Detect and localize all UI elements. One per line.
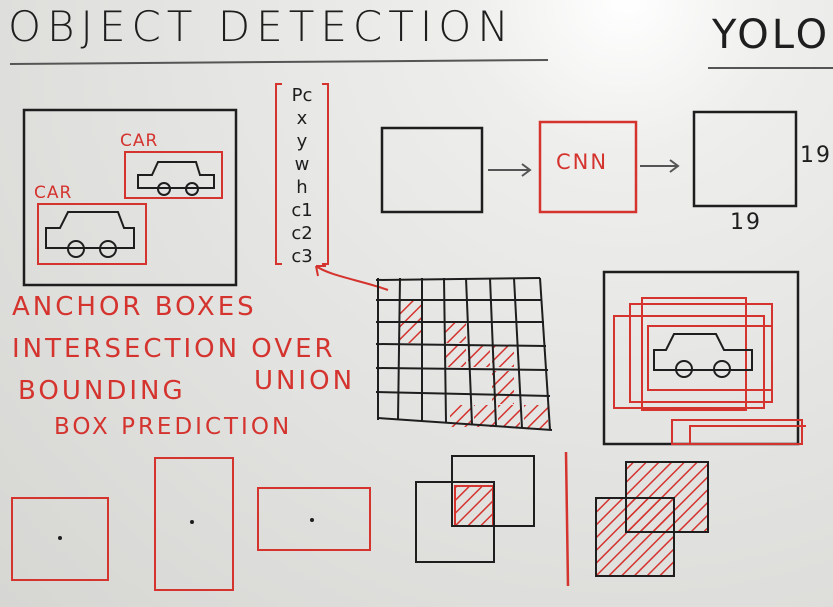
vector-element-h: h <box>296 177 308 198</box>
pipeline-arrow-2 <box>640 159 680 173</box>
vector-pointer-arrow <box>315 265 389 291</box>
vector-element-x: x <box>296 108 308 129</box>
car-icon-large <box>45 211 135 258</box>
divider-line <box>564 451 570 587</box>
input-image-box <box>380 126 484 214</box>
box-prediction-panel <box>602 270 806 446</box>
board-subtitle: YOLO <box>712 12 831 58</box>
vector-element-w: w <box>294 154 310 175</box>
union-diagram <box>595 461 709 577</box>
cnn-box <box>538 120 638 214</box>
output-vector-brackets <box>275 83 329 265</box>
detection-grid <box>375 277 553 431</box>
vector-element-c2: c2 <box>291 223 313 244</box>
topic-bounding: BOUNDING <box>18 376 186 406</box>
topic-box-prediction: BOX PREDICTION <box>54 414 293 440</box>
car-label-large: CAR <box>34 183 73 203</box>
title-underline <box>9 59 549 65</box>
output-grid-box <box>692 110 798 208</box>
car-image-frame <box>22 108 238 287</box>
topic-intersection-over: INTERSECTION OVER <box>12 334 336 364</box>
topic-anchor-boxes: ANCHOR BOXES <box>12 292 257 322</box>
grid-size-label-bottom: 19 <box>730 210 762 235</box>
anchor-box-square <box>11 497 109 581</box>
vector-element-c1: c1 <box>291 200 313 221</box>
anchor-box-wide <box>257 487 371 551</box>
vector-pointer-arrowhead <box>315 265 326 277</box>
car-icon-small <box>137 161 215 196</box>
topic-union: UNION <box>254 366 356 396</box>
vector-element-c3: c3 <box>291 246 313 267</box>
vector-element-y: y <box>296 131 308 152</box>
cnn-label: CNN <box>556 150 609 174</box>
board-title: OBJECT DETECTION <box>8 2 515 51</box>
grid-size-label-right: 19 <box>800 143 832 168</box>
pipeline-arrow-1 <box>488 163 532 177</box>
intersection-diagram <box>415 455 535 563</box>
car-icon-panel <box>653 333 753 378</box>
car-label-small: CAR <box>120 131 159 151</box>
anchor-box-tall <box>154 457 234 591</box>
vector-element-pc: Pc <box>291 85 313 106</box>
